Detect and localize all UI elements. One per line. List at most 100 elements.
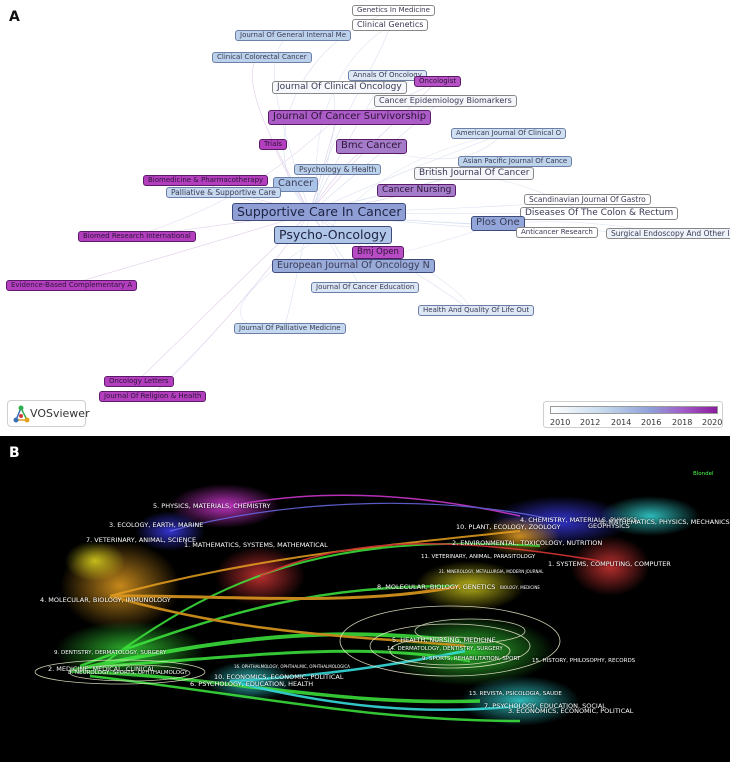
cited-map-clouds: [385, 496, 700, 726]
node-health-and-quality-of-life-out[interactable]: Health And Quality Of Life Out: [418, 305, 535, 316]
cluster-label: 3. ECONOMICS, ECONOMIC, POLITICAL: [508, 707, 634, 715]
flow-path: [79, 584, 461, 668]
cluster-label: 21. MINEROLOGY, METALLURGIA, MODERN JOUR…: [439, 569, 544, 574]
cluster-label: 7. VETERINARY, ANIMAL, SCIENCE: [86, 536, 197, 544]
cluster-label: 8. MOLECULAR, BIOLOGY, GENETICS: [377, 583, 496, 591]
flow-path: [69, 632, 461, 673]
node-journal-of-cancer-survivorship[interactable]: Journal Of Cancer Survivorship: [268, 110, 432, 125]
vosviewer-logo-icon: [13, 405, 30, 423]
flow-path: [89, 542, 541, 675]
node-journal-of-clinical-oncology[interactable]: Journal Of Clinical Oncology: [272, 81, 407, 95]
cluster-label: GEOPHYSICS: [588, 522, 630, 530]
node-cancer[interactable]: Cancer: [273, 177, 319, 192]
node-annals-of-oncology[interactable]: Annals Of Oncology: [348, 70, 427, 81]
node-british-journal-of-cancer[interactable]: British Journal Of Cancer: [414, 167, 535, 181]
flow-path: [109, 584, 461, 600]
flow-path: [229, 649, 466, 683]
legend-tick: 2010: [550, 418, 571, 427]
link: [309, 87, 336, 214]
node-scandinavian-journal-of-gastro[interactable]: Scandinavian Journal Of Gastro: [524, 194, 651, 206]
flow-path: [259, 543, 601, 577]
flow-path: [169, 502, 561, 532]
flow-path: [69, 669, 481, 704]
node-surgical-endoscopy-and-other-i[interactable]: Surgical Endoscopy And Other I: [606, 228, 730, 240]
link: [309, 116, 339, 214]
node-european-journal-of-oncology-n[interactable]: European Journal Of Oncology N: [272, 259, 435, 273]
node-biomed-research-international[interactable]: Biomed Research International: [78, 231, 196, 242]
cluster-label: 16. OPHTHALMOLOGY, OPHTHALMIC, OPHTHALMO…: [234, 664, 350, 669]
node-supportive-care-in-cancer[interactable]: Supportive Care In Cancer: [232, 203, 407, 221]
panel-b-dual-map-overlay: B Blondel 5. PHYSICS, MATERIALS, CHEMIST…: [0, 436, 730, 762]
node-plos-one[interactable]: Plos One: [471, 216, 525, 231]
link: [64, 212, 311, 287]
cluster-label: 1. SYSTEMS, COMPUTING, COMPUTER: [548, 560, 671, 568]
panel-b-letter: B: [9, 445, 20, 461]
node-genetics-in-medicine[interactable]: Genetics In Medicine: [352, 5, 435, 16]
node-cancer-epidemiology-biomarkers[interactable]: Cancer Epidemiology Biomarkers: [374, 95, 517, 107]
node-bmc-cancer[interactable]: Bmc Cancer: [336, 139, 407, 154]
cluster-label: 14. DERMATOLOGY, DENTISTRY, SURGERY: [387, 646, 503, 652]
cluster-label: 6. PSYCHOLOGY, EDUCATION, HEALTH: [190, 680, 314, 688]
vosviewer-logo-text: VOSviewer: [30, 407, 90, 420]
cluster-ellipses: [34, 605, 561, 685]
panel-b-flows: [34, 484, 700, 726]
node-psychology-health[interactable]: Psychology & Health: [294, 164, 382, 176]
node-journal-of-cancer-education[interactable]: Journal Of Cancer Education: [311, 282, 420, 293]
link: [149, 212, 311, 398]
cluster-label: BIOLOGY, MEDICINE: [500, 585, 540, 590]
cluster-label: 11. VETERINARY, ANIMAL, PARASITOLOGY: [421, 554, 536, 560]
cluster-label: 4. CHEMISTRY, MATERIALS, PHYSICS: [520, 516, 638, 524]
cluster-label: 1. MATHEMATICS, SYSTEMS, MATHEMATICAL: [184, 541, 328, 549]
node-bmj-open[interactable]: Bmj Open: [352, 246, 404, 259]
node-journal-of-religion-health[interactable]: Journal Of Religion & Health: [99, 391, 207, 402]
node-american-journal-of-clinical-o[interactable]: American Journal Of Clinical O: [451, 128, 567, 139]
node-palliative-supportive-care[interactable]: Palliative & Supportive Care: [166, 187, 281, 199]
cluster-label: 8. MATHEMATICS, PHYSICS, MECHANICS: [600, 518, 730, 526]
flow-path: [109, 530, 521, 597]
legend-gradient-bar: [550, 406, 718, 414]
node-psycho-oncology[interactable]: Psycho-Oncology: [274, 226, 392, 244]
cluster-label: 8. NEUROLOGY, SPORTS, OPHTHALMOLOGY: [68, 670, 188, 676]
node-diseases-of-the-colon-rectum[interactable]: Diseases Of The Colon & Rectum: [520, 207, 679, 221]
algorithm-label: Blondel: [693, 471, 714, 477]
cluster-label: 7. PSYCHOLOGY, EDUCATION, SOCIAL: [484, 702, 606, 710]
cluster-label: 9. DENTISTRY, DERMATOLOGY, SURGERY: [54, 650, 167, 656]
link: [309, 81, 437, 214]
cluster-label: 15. HISTORY, PHILOSOPHY, RECORDS: [532, 658, 636, 664]
node-asian-pacific-journal-of-cance[interactable]: Asian Pacific Journal Of Cance: [458, 156, 573, 167]
cluster-label: 5. HEALTH, NURSING, MEDICINE: [392, 636, 496, 644]
vosviewer-logo: VOSviewer: [7, 400, 90, 427]
legend-tick: 2018: [672, 418, 693, 427]
node-anticancer-research[interactable]: Anticancer Research: [516, 227, 598, 238]
cluster-label: 9. SPORTS, REHABILITATION, SPORT: [422, 656, 521, 662]
node-journal-of-palliative-medicine[interactable]: Journal Of Palliative Medicine: [234, 323, 346, 334]
panel-a-network: A Genetics In Medicine Clinical Genetics…: [6, 5, 730, 428]
node-clinical-genetics[interactable]: Clinical Genetics: [352, 19, 429, 31]
legend-tick: 2012: [580, 418, 601, 427]
flow-path: [79, 649, 471, 670]
node-cancer-nursing[interactable]: Cancer Nursing: [377, 184, 457, 198]
node-evidence-based-complementary-a[interactable]: Evidence-Based Complementary A: [6, 280, 138, 291]
node-oncology-letters[interactable]: Oncology Letters: [104, 376, 174, 387]
node-trials[interactable]: Trials: [259, 139, 287, 150]
flow-path: [229, 679, 521, 712]
node-clinical-colorectal-cancer[interactable]: Clinical Colorectal Cancer: [212, 52, 312, 63]
cluster-label: 3. ECOLOGY, EARTH, MARINE: [109, 521, 204, 529]
cluster-label: 10. PLANT, ECOLOGY, ZOOLOGY: [456, 523, 561, 531]
legend-tick: 2014: [611, 418, 632, 427]
cluster-label: 4. MOLECULAR, BIOLOGY, IMMUNOLOGY: [40, 596, 171, 604]
flow-path: [109, 594, 466, 648]
node-biomedicine-pharmacotherapy[interactable]: Biomedicine & Pharmacotherapy: [143, 175, 269, 186]
node-oncologist[interactable]: Oncologist: [414, 76, 462, 87]
cluster-label: 2. MEDICINE, MEDICAL, CLINICAL: [48, 665, 156, 673]
cluster-label: 13. REVISTA, PSICOLOGIA, SAUDE: [469, 691, 562, 697]
legend-tick: 2020: [702, 418, 723, 427]
cluster-label: 2. ENVIRONMENTAL, TOXICOLOGY, NUTRITION: [452, 539, 603, 547]
panel-a-letter: A: [9, 9, 20, 25]
cluster-label: 5. PHYSICS, MATERIALS, CHEMISTRY: [153, 502, 271, 510]
year-color-legend: 2010 2012 2014 2016 2018 2020: [543, 401, 723, 428]
legend-tick: 2016: [641, 418, 662, 427]
flow-path: [89, 674, 521, 723]
node-journal-of-general-internal-me[interactable]: Journal Of General Internal Me: [235, 30, 351, 41]
cluster-label: 10. ECONOMICS, ECONOMIC, POLITICAL: [214, 673, 344, 681]
